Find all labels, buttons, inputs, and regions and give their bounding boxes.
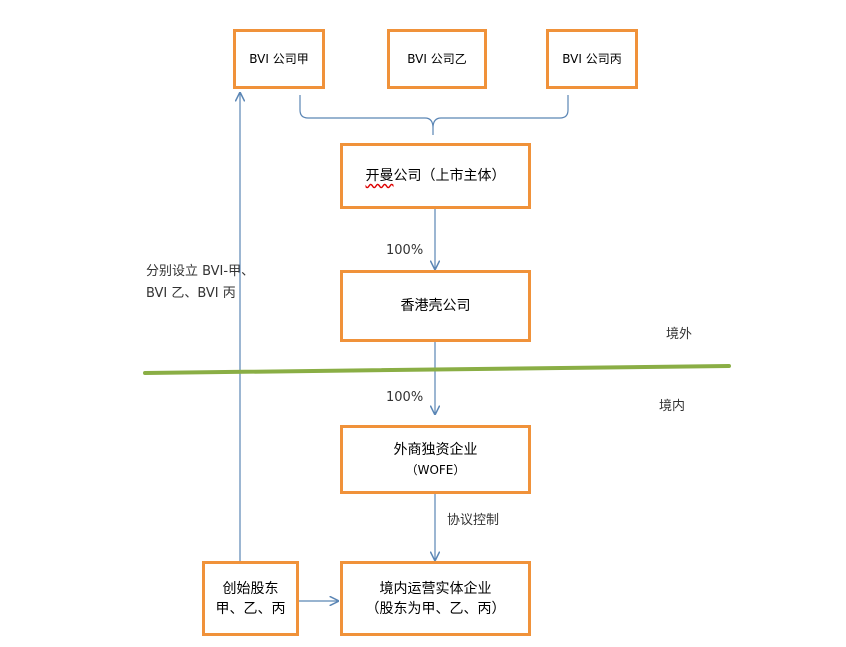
offshore-label: 境外 bbox=[666, 327, 693, 342]
bvi-company-b-box: BVI 公司乙 bbox=[387, 29, 487, 89]
bvi-setup-label-line1: 分别设立 BVI-甲、 bbox=[146, 264, 255, 279]
cayman-listed-company-box: 开曼公司（上市主体） bbox=[340, 143, 531, 209]
cayman-name-part2: 公司（上市主体） bbox=[393, 168, 506, 184]
ownership-pct-cayman-hk: 100% bbox=[386, 243, 424, 258]
bvi-company-a-box: BVI 公司甲 bbox=[233, 29, 325, 89]
bvi-company-c-box: BVI 公司丙 bbox=[546, 29, 638, 89]
hk-shell-company-label: 香港壳公司 bbox=[400, 298, 471, 314]
founders-line2: 甲、乙、丙 bbox=[215, 600, 286, 617]
ownership-pct-hk-wofe: 100% bbox=[386, 390, 424, 405]
hk-shell-company-box: 香港壳公司 bbox=[340, 270, 531, 342]
wofe-label-line2: （WOFE） bbox=[405, 462, 466, 477]
agreement-control-label: 协议控制 bbox=[447, 513, 500, 528]
bvi-brace bbox=[299, 95, 569, 129]
operating-entity-line2: （股东为甲、乙、丙） bbox=[365, 600, 506, 617]
bvi-setup-label-line2: BVI 乙、BVI 丙 bbox=[146, 286, 236, 301]
founders-line1: 创始股东 bbox=[222, 580, 279, 597]
bvi-company-c-label: BVI 公司丙 bbox=[562, 52, 622, 66]
bvi-company-a-label: BVI 公司甲 bbox=[249, 52, 309, 66]
operating-entity-line1: 境内运营实体企业 bbox=[379, 580, 492, 597]
wofe-box: 外商独资企业 （WOFE） bbox=[340, 425, 531, 494]
bvi-company-b-label: BVI 公司乙 bbox=[407, 52, 467, 66]
border-divider-line bbox=[143, 364, 731, 375]
onshore-label: 境内 bbox=[659, 399, 686, 414]
founders-box: 创始股东 甲、乙、丙 bbox=[202, 561, 299, 636]
cayman-name-part1: 开曼 bbox=[365, 168, 394, 184]
wofe-label-line1: 外商独资企业 bbox=[393, 441, 478, 458]
cayman-listed-company-label: 开曼公司（上市主体） bbox=[366, 166, 506, 186]
operating-entity-box: 境内运营实体企业 （股东为甲、乙、丙） bbox=[340, 561, 531, 636]
